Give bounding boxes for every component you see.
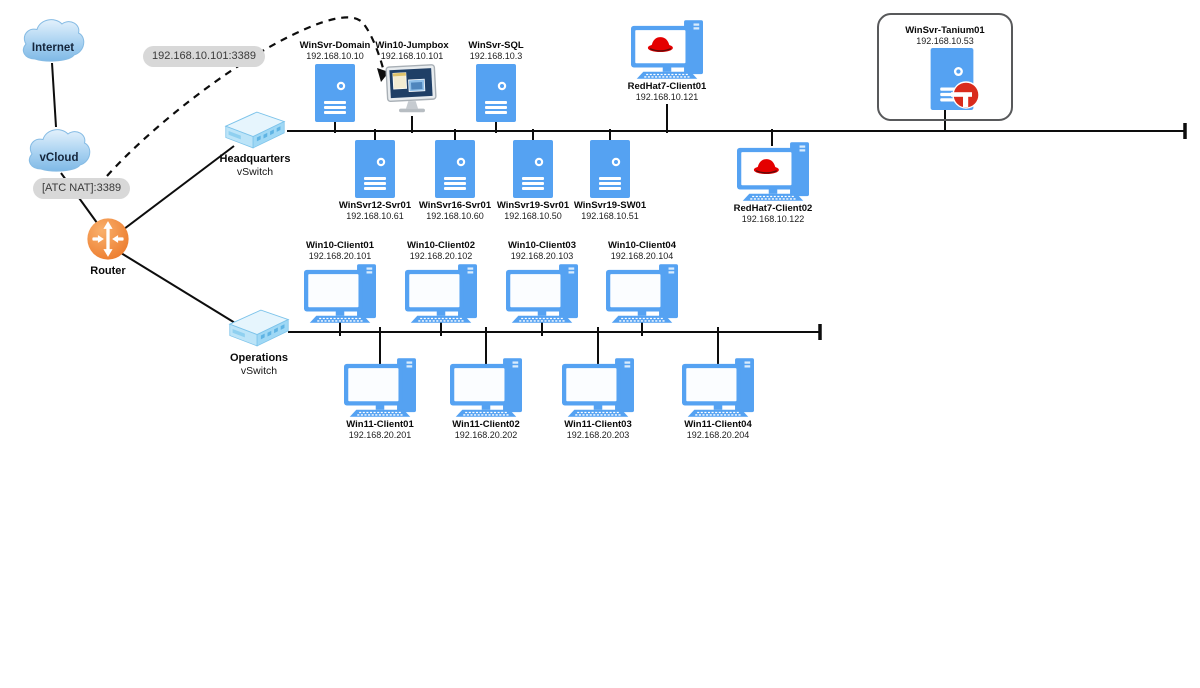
desktop-icon xyxy=(344,358,416,417)
desktop-icon xyxy=(562,358,634,417)
link-internet-vcloud xyxy=(51,62,57,128)
node-router[interactable]: Router xyxy=(66,217,150,277)
node-name: Win10-Client03 xyxy=(507,240,576,251)
node-ip: 192.168.20.104 xyxy=(610,251,674,261)
node-name: WinSvr12-Svr01 xyxy=(338,200,412,211)
node-ip: 192.168.20.203 xyxy=(566,430,630,440)
cloud-icon xyxy=(18,14,88,66)
node-name: WinSvr-Domain xyxy=(299,40,371,51)
node-name: Win11-Client03 xyxy=(564,419,632,430)
switch-icon xyxy=(226,308,292,348)
redhat-desktop-icon xyxy=(631,20,703,79)
jumpbox-monitor-icon xyxy=(385,64,439,116)
router-icon xyxy=(86,217,130,261)
desktop-icon xyxy=(450,358,522,417)
node-ip: 192.168.10.101 xyxy=(380,51,444,61)
node-ops-vswitch[interactable]: Operations vSwitch xyxy=(204,308,314,378)
node-name: WinSvr16-Svr01 xyxy=(418,200,492,211)
node-win10-client02[interactable]: Win10-Client02 192.168.20.102 xyxy=(399,240,483,323)
node-win11-client03[interactable]: Win11-Client03 192.168.20.203 xyxy=(556,358,640,441)
server-icon xyxy=(476,64,516,122)
node-winsvr19-svr01[interactable]: WinSvr19-Svr01 192.168.10.50 xyxy=(491,140,575,222)
nat-port-callout[interactable]: [ATC NAT]:3389 xyxy=(33,178,131,199)
node-name: Win10-Client04 xyxy=(607,240,676,251)
tanium-server-icon xyxy=(923,48,980,110)
server-icon xyxy=(355,140,395,198)
switch-type: vSwitch xyxy=(236,166,274,178)
node-winsvr19-sw01[interactable]: WinSvr19-SW01 192.168.10.51 xyxy=(568,140,652,222)
node-ip: 192.168.10.51 xyxy=(581,211,639,221)
node-ip: 192.168.10.61 xyxy=(346,211,404,221)
server-icon xyxy=(315,64,355,122)
node-win11-client02[interactable]: Win11-Client02 192.168.20.202 xyxy=(444,358,528,441)
node-win11-client01[interactable]: Win11-Client01 192.168.20.201 xyxy=(338,358,422,441)
node-ip: 192.168.10.122 xyxy=(741,214,805,224)
node-name: Win11-Client02 xyxy=(452,419,520,430)
switch-icon xyxy=(222,110,288,150)
node-ip: 192.168.10.10 xyxy=(306,51,364,61)
node-name: RedHat7-Client02 xyxy=(733,203,813,214)
node-redhat7-client02[interactable]: RedHat7-Client02 192.168.10.122 xyxy=(730,142,816,225)
node-name: Win10-Jumpbox xyxy=(375,40,449,51)
node-name: WinSvr19-SW01 xyxy=(573,200,647,211)
server-icon xyxy=(513,140,553,198)
link-router-hq-switch xyxy=(123,145,235,230)
node-name: WinSvr-Tanium01 xyxy=(905,25,985,36)
tanium-group-box[interactable]: WinSvr-Tanium01 192.168.10.53 xyxy=(877,13,1013,121)
node-win10-jumpbox[interactable]: Win10-Jumpbox 192.168.10.101 xyxy=(370,40,454,116)
node-ip: 192.168.10.3 xyxy=(469,51,523,61)
node-name: Win10-Client01 xyxy=(305,240,374,251)
switch-type: vSwitch xyxy=(240,365,278,377)
rdp-port-callout[interactable]: 192.168.10.101:3389 xyxy=(143,46,265,67)
node-ip: 192.168.20.103 xyxy=(510,251,574,261)
node-ip: 192.168.20.101 xyxy=(308,251,372,261)
desktop-icon xyxy=(506,264,578,323)
cloud-icon xyxy=(24,124,94,176)
node-vcloud-cloud[interactable]: vCloud xyxy=(24,124,94,176)
link-router-ops-switch xyxy=(120,252,241,327)
desktop-icon xyxy=(606,264,678,323)
node-name: WinSvr19-Svr01 xyxy=(496,200,570,211)
redhat-desktop-icon xyxy=(737,142,809,201)
node-ip: 192.168.20.204 xyxy=(686,430,750,440)
node-ip: 192.168.20.201 xyxy=(348,430,412,440)
node-winsvr-domain[interactable]: WinSvr-Domain 192.168.10.10 xyxy=(293,40,377,122)
cloud-label: vCloud xyxy=(39,152,79,164)
node-ip: 192.168.20.102 xyxy=(409,251,473,261)
node-name: RedHat7-Client01 xyxy=(627,81,707,92)
node-winsvr16-svr01[interactable]: WinSvr16-Svr01 192.168.10.60 xyxy=(413,140,497,222)
desktop-icon xyxy=(682,358,754,417)
node-redhat7-client01[interactable]: RedHat7-Client01 192.168.10.121 xyxy=(624,20,710,103)
node-name: Win11-Client04 xyxy=(684,419,752,430)
node-name: Win11-Client01 xyxy=(346,419,414,430)
node-name: Win10-Client02 xyxy=(406,240,475,251)
switch-name: Headquarters xyxy=(219,153,291,165)
node-win10-client04[interactable]: Win10-Client04 192.168.20.104 xyxy=(600,240,684,323)
server-icon xyxy=(590,140,630,198)
node-ip: 192.168.20.202 xyxy=(454,430,518,440)
node-win10-client03[interactable]: Win10-Client03 192.168.20.103 xyxy=(500,240,584,323)
switch-name: Operations xyxy=(229,352,289,364)
node-ip: 192.168.10.60 xyxy=(426,211,484,221)
node-ip: 192.168.10.50 xyxy=(504,211,562,221)
server-icon xyxy=(435,140,475,198)
node-winsvr-sql[interactable]: WinSvr-SQL 192.168.10.3 xyxy=(454,40,538,122)
node-win10-client01[interactable]: Win10-Client01 192.168.20.101 xyxy=(298,240,382,323)
node-ip: 192.168.10.121 xyxy=(635,92,699,102)
desktop-icon xyxy=(405,264,477,323)
node-winsvr12-svr01[interactable]: WinSvr12-Svr01 192.168.10.61 xyxy=(333,140,417,222)
cloud-label: Internet xyxy=(31,42,75,54)
router-label: Router xyxy=(90,265,126,277)
node-win11-client04[interactable]: Win11-Client04 192.168.20.204 xyxy=(676,358,760,441)
desktop-icon xyxy=(304,264,376,323)
node-name: WinSvr-SQL xyxy=(468,40,524,51)
rdp-dashed-path xyxy=(106,16,386,177)
node-internet-cloud[interactable]: Internet xyxy=(18,14,88,66)
node-hq-vswitch[interactable]: Headquarters vSwitch xyxy=(200,110,310,179)
node-ip: 192.168.10.53 xyxy=(916,36,974,46)
